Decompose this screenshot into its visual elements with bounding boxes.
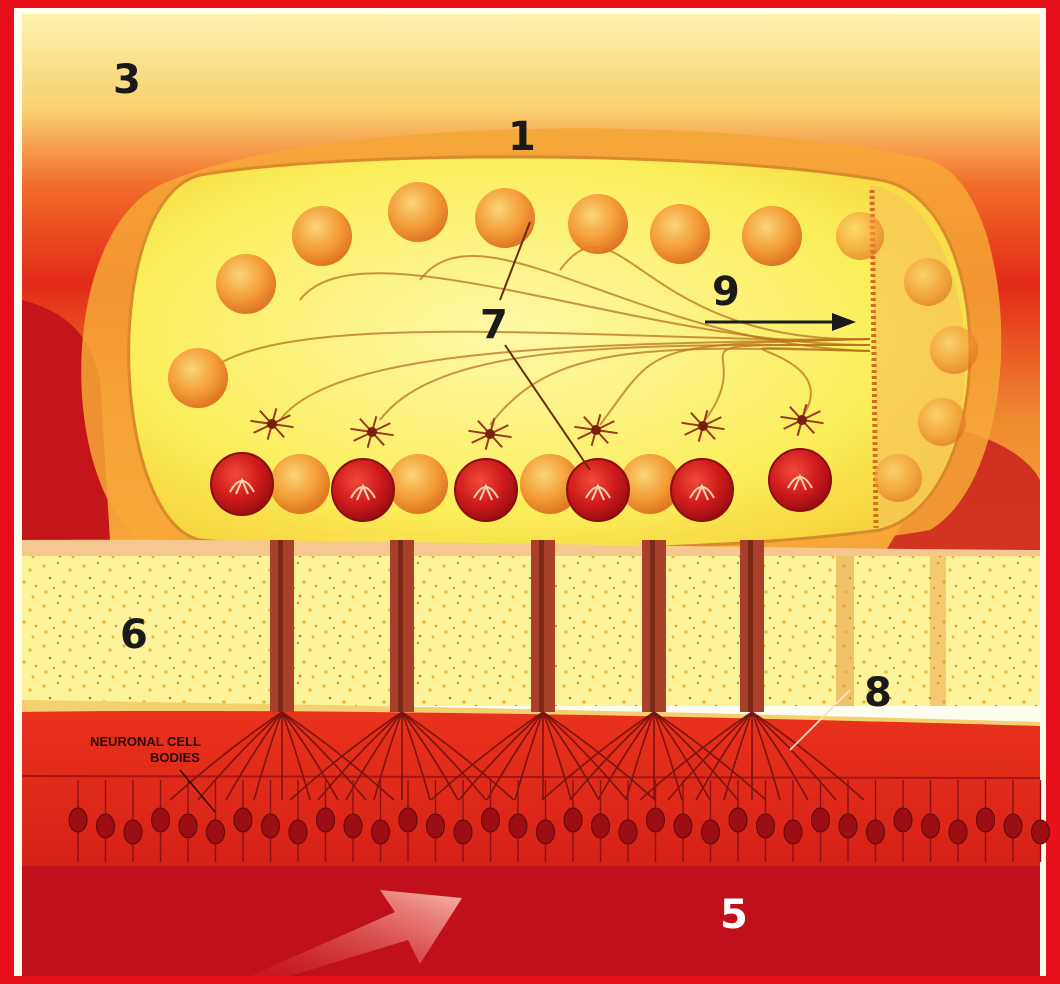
orange-cell [216, 254, 276, 314]
receptor-body [207, 820, 225, 844]
receptor-body [482, 808, 500, 832]
dendrite-center [591, 425, 601, 435]
bundle-shade [650, 540, 655, 712]
bundle-shade [539, 540, 544, 712]
orange-cell [388, 454, 448, 514]
orange-cell [270, 454, 330, 514]
dendrite-center [267, 419, 277, 429]
faint-bundle-a [836, 556, 854, 706]
receptor-body [867, 820, 885, 844]
orange-cell [742, 206, 802, 266]
label-7: 7 [480, 302, 508, 348]
receptor-body [839, 814, 857, 838]
glomerulus [671, 459, 733, 521]
glomerulus-body [211, 453, 273, 515]
glomerulus [332, 459, 394, 521]
label-6: 6 [120, 612, 148, 658]
glomerulus [567, 459, 629, 521]
glomerulus-body [671, 459, 733, 521]
label-8: 8 [864, 670, 892, 716]
glomerulus [211, 453, 273, 515]
orange-cell [918, 398, 966, 446]
receptor-body [1004, 814, 1022, 838]
orange-cell [836, 212, 884, 260]
receptor-body [812, 808, 830, 832]
receptor-body [399, 808, 417, 832]
bundle-shade [278, 540, 283, 712]
receptor-body [344, 814, 362, 838]
receptor-body [289, 820, 307, 844]
receptor-body [454, 820, 472, 844]
orange-cell [568, 194, 628, 254]
receptor-body [372, 820, 390, 844]
receptor-body [69, 808, 87, 832]
label-3: 3 [113, 57, 141, 103]
mucus-layer [22, 866, 1040, 976]
receptor-body [234, 808, 252, 832]
receptor-body [894, 808, 912, 832]
receptor-body [509, 814, 527, 838]
receptor-body [97, 814, 115, 838]
orange-cell [930, 326, 978, 374]
receptor-body [757, 814, 775, 838]
receptor-body [1032, 820, 1050, 844]
receptor-body [124, 820, 142, 844]
receptor-body [784, 820, 802, 844]
faint-bundle-b [930, 556, 946, 706]
label-5: 5 [720, 892, 748, 938]
glomerulus-body [455, 459, 517, 521]
receptor-body [977, 808, 995, 832]
receptor-body [179, 814, 197, 838]
orange-cell [292, 206, 352, 266]
orange-cell [874, 454, 922, 502]
orange-cell [650, 204, 710, 264]
receptor-body [427, 814, 445, 838]
label-neuronal-line1: NEURONAL CELL [90, 734, 201, 749]
receptor-body [729, 808, 747, 832]
dendrite-center [485, 429, 495, 439]
glomerulus [455, 459, 517, 521]
bundle-shade [398, 540, 403, 712]
receptor-body [674, 814, 692, 838]
receptor-body [949, 820, 967, 844]
glomerulus [769, 449, 831, 511]
receptor-body [262, 814, 280, 838]
receptor-body [647, 808, 665, 832]
receptor-body [537, 820, 555, 844]
receptor-body [702, 820, 720, 844]
receptor-body [592, 814, 610, 838]
orange-cell [388, 182, 448, 242]
receptor-body [922, 814, 940, 838]
dendrite-center [367, 427, 377, 437]
orange-cell [904, 258, 952, 306]
bundle-shade [748, 540, 753, 712]
label-neuronal-line2: BODIES [150, 750, 200, 765]
glomerulus-body [769, 449, 831, 511]
receptor-body [564, 808, 582, 832]
orange-cell [168, 348, 228, 408]
receptor-body [619, 820, 637, 844]
label-1: 1 [508, 114, 536, 160]
dendrite-center [698, 421, 708, 431]
glomerulus-body [567, 459, 629, 521]
dendrite-center [797, 415, 807, 425]
label-9: 9 [712, 269, 740, 315]
receptor-body [152, 808, 170, 832]
glomerulus-body [332, 459, 394, 521]
receptor-body [317, 808, 335, 832]
orange-cell [475, 188, 535, 248]
